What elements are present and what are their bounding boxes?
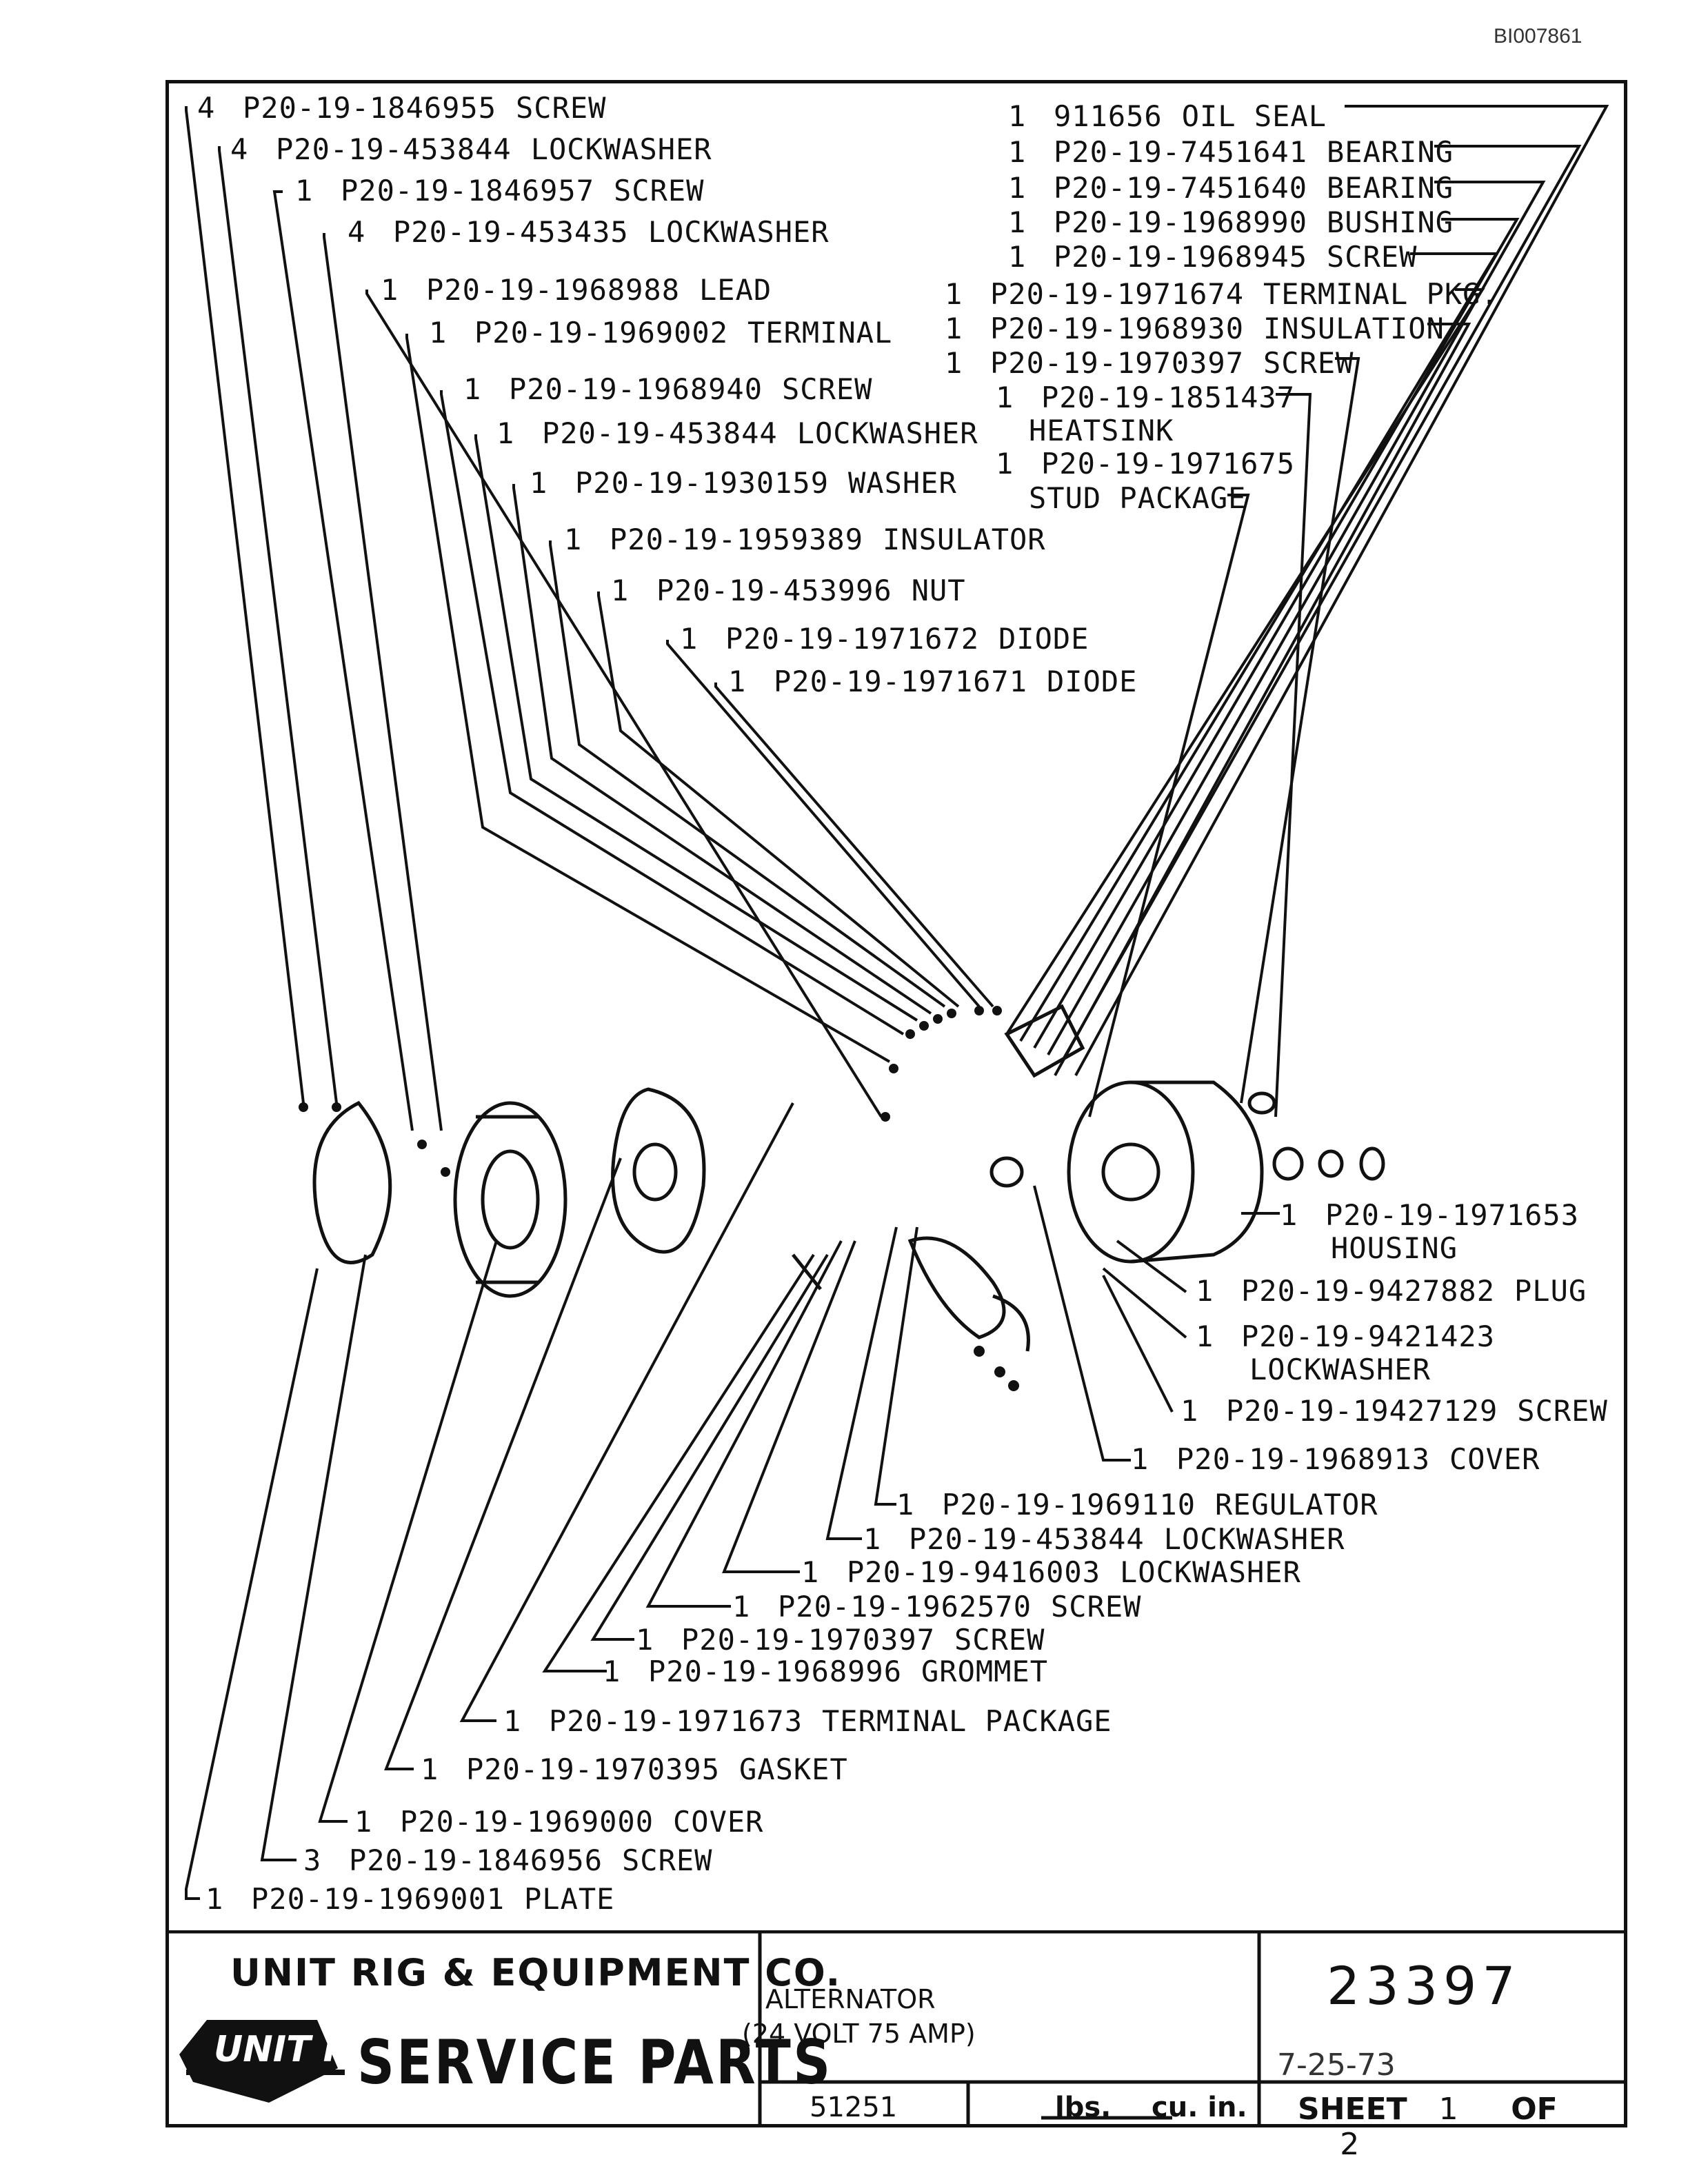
drawing-date: 7-25-73 (1277, 2048, 1396, 2083)
unit-rig-logo: UNIT RIG (179, 2020, 352, 2103)
drawing-subtitle: (24 VOLT 75 AMP) (742, 2019, 976, 2049)
drawing-frame (165, 80, 1627, 2127)
sheet-indicator: SHEET 1 OF 2 (1298, 2092, 1558, 2162)
document-id: BI007861 (1494, 25, 1582, 48)
callout-label: HOUSING (1331, 1231, 1458, 1265)
weight-label: lbs. (1055, 2092, 1112, 2123)
service-parts-label: SERVICE PARTS (357, 2027, 833, 2098)
part-code: 51251 (810, 2092, 898, 2123)
title-block: UNIT RIG & EQUIPMENT CO. UNIT RIG SERVIC… (165, 1930, 1627, 2162)
callout-label: HEATSINK (1029, 414, 1174, 447)
document-number: 23397 (1327, 1955, 1521, 2016)
volume-label: cu. in. (1152, 2092, 1247, 2123)
title-block-grid (165, 1930, 1627, 2127)
drawing-title: ALTERNATOR (765, 1984, 936, 2014)
company-name: UNIT RIG & EQUIPMENT CO. (230, 1951, 842, 1994)
svg-text:UNIT RIG: UNIT RIG (214, 2029, 352, 2070)
callout-label: STUD PACKAGE (1029, 481, 1247, 515)
callout-label: LOCKWASHER (1249, 1353, 1431, 1386)
